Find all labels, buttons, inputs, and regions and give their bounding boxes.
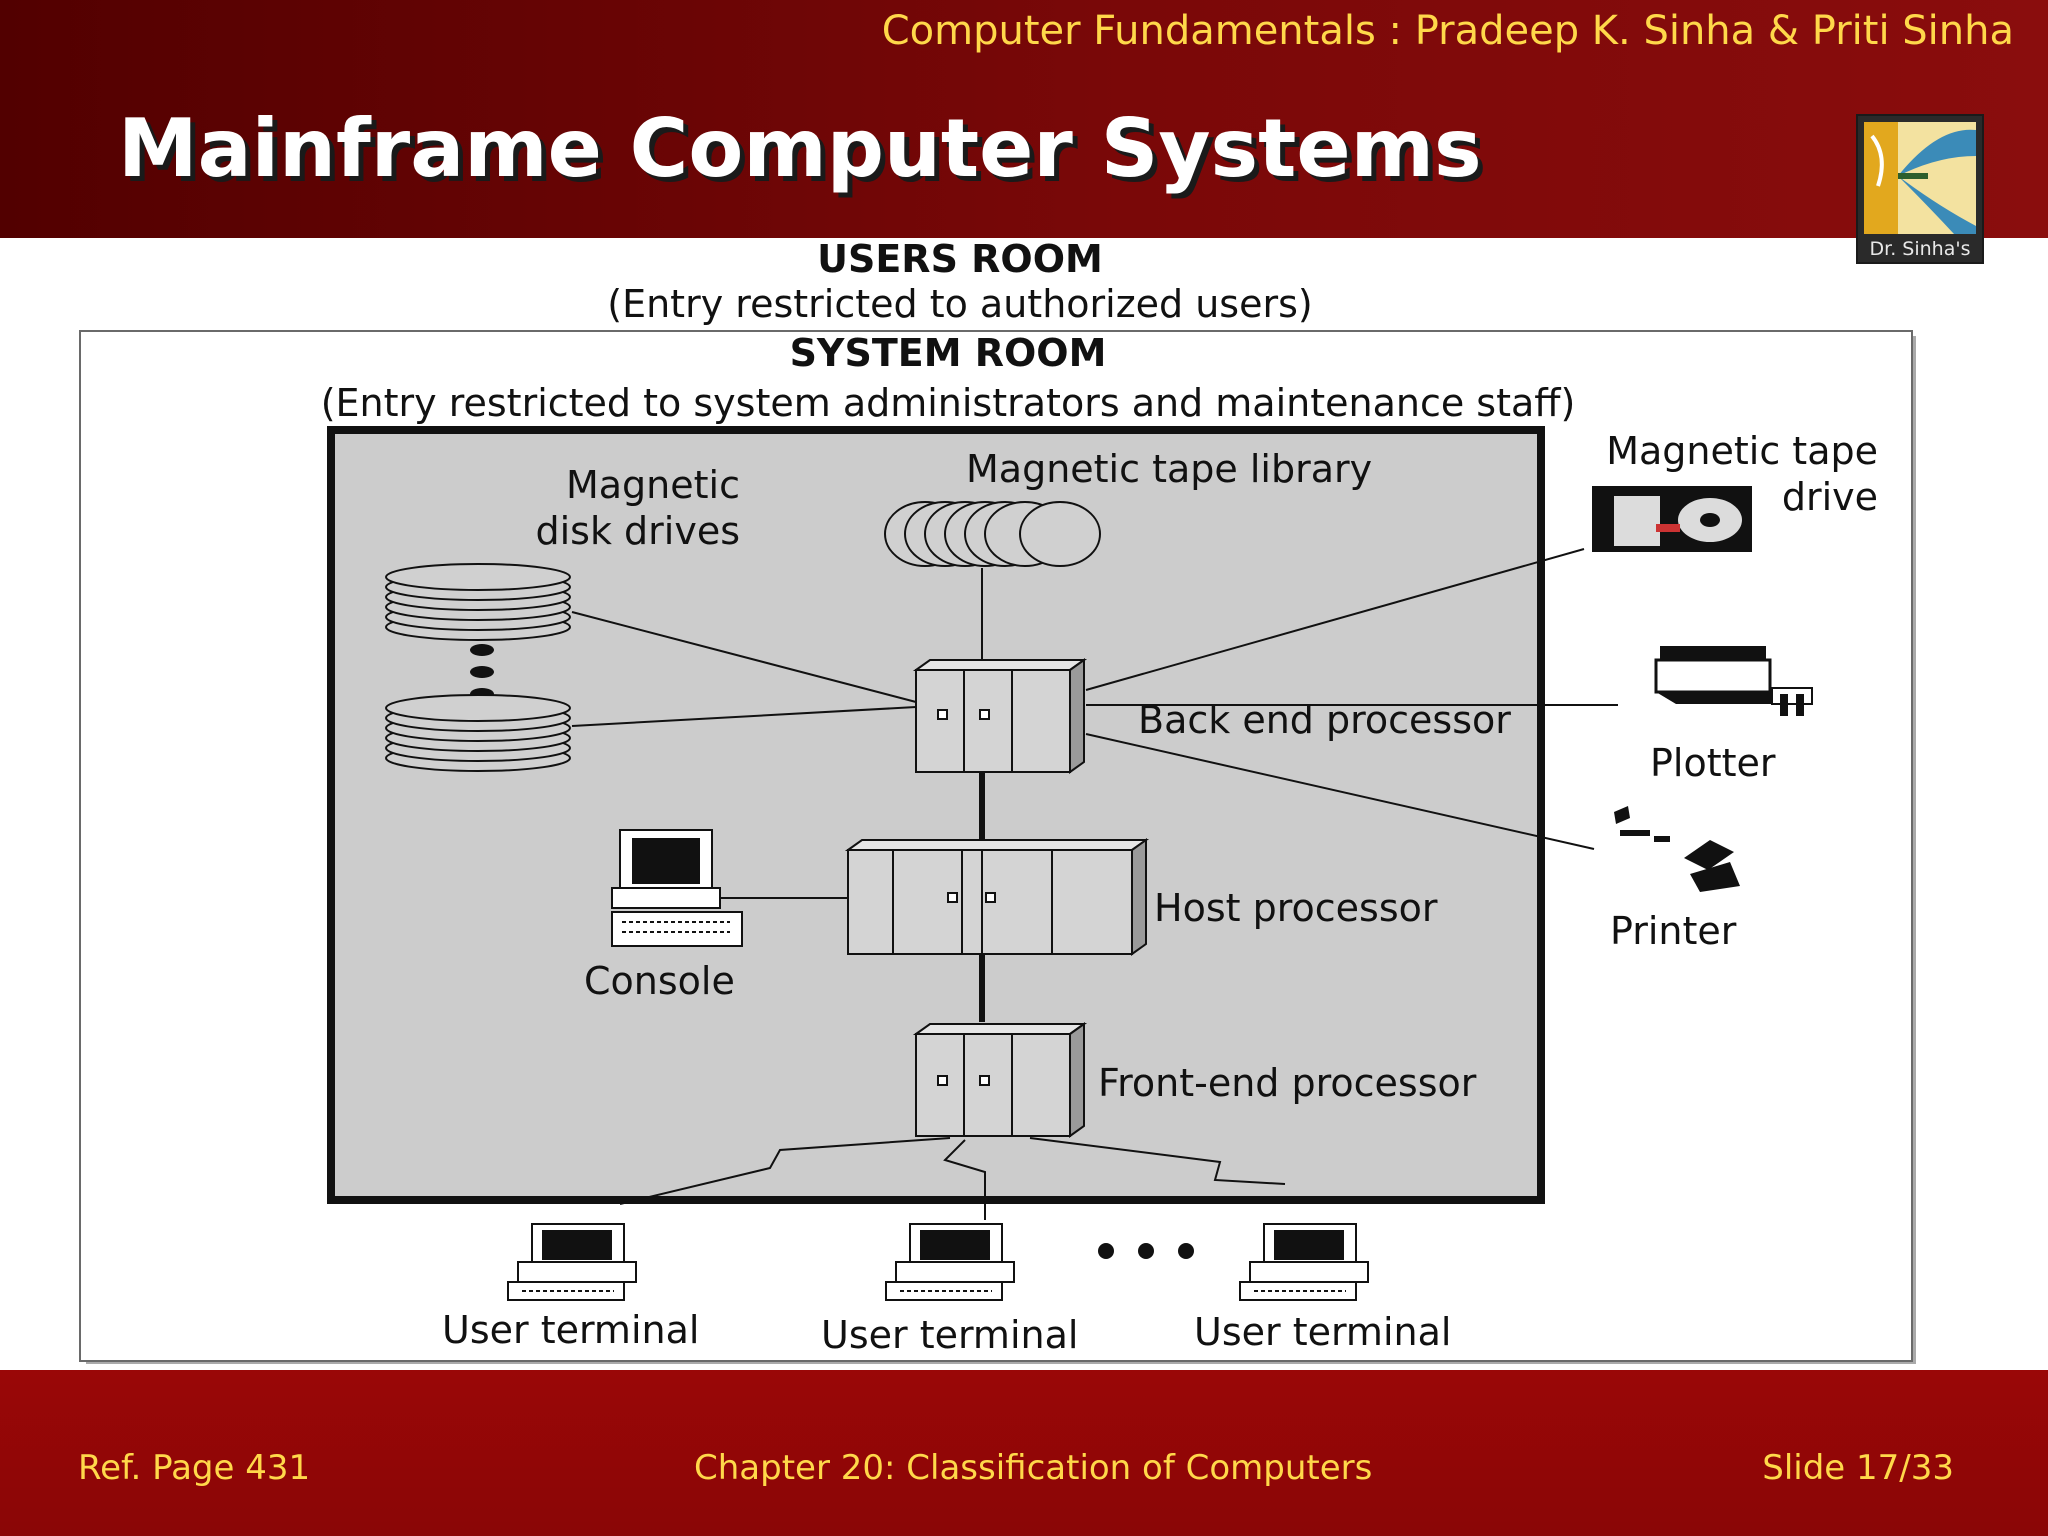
user-terminal-icon [1239,1223,1369,1301]
front-end-processor-label: Front-end processor [1098,1061,1477,1105]
console-icon [611,829,743,947]
plotter-icon [1654,646,1813,716]
ellipsis-dots-icon [470,644,494,700]
system-room-title: SYSTEM ROOM [789,331,1107,375]
logo-graphic-icon [1864,122,1976,234]
terminal-ellipsis-icon [1098,1243,1194,1259]
magnetic-disk-drive-icon [385,563,571,641]
user-terminal-label-2: User terminal [821,1313,1079,1357]
magnetic-disk-drives-line-1: Magnetic [565,463,740,507]
user-terminal-label-1: User terminal [442,1308,700,1352]
printer-label: Printer [1610,909,1737,953]
magnetic-tape-drive-line-1: Magnetic tape [1606,429,1878,473]
chapter-title: Chapter 20: Classification of Computers [694,1448,1373,1488]
book-credit: Computer Fundamentals : Pradeep K. Sinha… [881,8,2014,54]
magnetic-tape-drive-icon [1592,486,1752,552]
ref-page: Ref. Page 431 [78,1448,311,1488]
magnetic-tape-drive-label: Magnetic tape drive [1560,428,1878,521]
front-end-processor-icon [912,1022,1088,1138]
magnetic-tape-library-label: Magnetic tape library [966,447,1373,491]
magnetic-tape-drive-line-2: drive [1781,475,1878,520]
connection-lines [571,548,1618,1220]
console-label: Console [584,959,735,1003]
footer-bar [0,1370,2048,1536]
plotter-label: Plotter [1650,741,1776,785]
user-terminal-label-3: User terminal [1194,1310,1452,1354]
printer-icon [1614,806,1740,892]
magnetic-disk-drives-line-2: disk drives [535,509,740,554]
magnetic-tape-library-icon [884,501,1101,567]
dr-sinha-logo: Dr. Sinha's [1856,114,1984,264]
users-room-subtitle: (Entry restricted to authorized users) [607,282,1313,326]
magnetic-disk-drive-icon [385,694,571,772]
user-terminal-icon [885,1223,1015,1301]
users-room-title: USERS ROOM [817,237,1103,281]
magnetic-disk-drives-label: Magnetic disk drives [440,462,740,555]
header-bar [0,0,2048,238]
slide-title: Mainframe Computer Systems [118,102,1482,195]
mainframe-diagram [79,330,1916,1364]
user-terminal-icon [507,1223,637,1301]
back-end-processor-icon [912,658,1088,774]
slide-number: Slide 17/33 [1762,1448,1954,1488]
logo-text: Dr. Sinha's [1869,238,1971,260]
host-processor-icon [844,838,1150,956]
system-room-subtitle: (Entry restricted to system administrato… [320,381,1576,425]
host-processor-label: Host processor [1154,886,1438,930]
back-end-processor-label: Back end processor [1138,698,1511,742]
